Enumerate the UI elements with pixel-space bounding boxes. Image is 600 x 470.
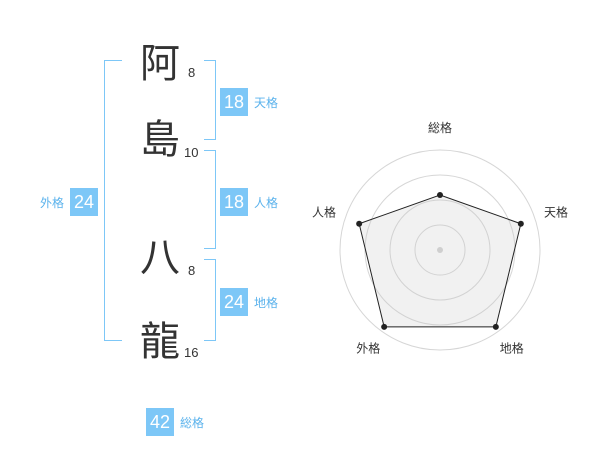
- soukaku-label: 総格: [180, 415, 205, 430]
- tenkaku-badge: 18 天格: [220, 88, 278, 116]
- radar-point-1: [517, 220, 524, 227]
- radar-point-2: [492, 323, 499, 330]
- name-char-1: 阿: [140, 41, 180, 87]
- chikaku-bracket: [204, 259, 216, 341]
- radar-ring: [414, 224, 466, 276]
- radar-label-2: 地格: [500, 341, 524, 356]
- radar-center: [437, 247, 443, 253]
- radar-point-3: [381, 323, 388, 330]
- radar-ring: [389, 199, 491, 301]
- radar-label-0: 総格: [428, 120, 452, 135]
- tenkaku-value: 18: [220, 88, 248, 116]
- stroke-count-3: 8: [188, 263, 196, 278]
- gaikaku-badge: 外格 24: [40, 188, 99, 216]
- gaikaku-bracket: [104, 60, 122, 341]
- stroke-count-1: 8: [188, 65, 196, 80]
- radar-label-3: 外格: [356, 341, 380, 356]
- tenkaku-bracket: [204, 60, 216, 140]
- gaikaku-value: 24: [70, 188, 99, 216]
- radar-ring: [364, 174, 516, 326]
- radar-point-4: [356, 220, 363, 227]
- radar-label-4: 人格: [312, 204, 336, 219]
- name-char-3: 八: [140, 235, 180, 281]
- stroke-count-2: 10: [184, 145, 199, 160]
- soukaku-badge: 42 総格: [146, 408, 204, 436]
- radar-point-0: [437, 192, 443, 198]
- jinkaku-badge: 18 人格: [220, 188, 278, 216]
- chikaku-value: 24: [220, 288, 248, 316]
- jinkaku-bracket: [204, 150, 216, 249]
- soukaku-value: 42: [146, 408, 174, 436]
- tenkaku-label: 天格: [254, 95, 279, 110]
- chikaku-badge: 24 地格: [220, 288, 278, 316]
- radar-ring: [339, 149, 541, 351]
- name-char-4: 龍: [140, 319, 180, 365]
- stroke-count-4: 16: [184, 345, 199, 360]
- gaikaku-label: 外格: [40, 195, 65, 210]
- jinkaku-value: 18: [220, 188, 248, 216]
- chikaku-label: 地格: [254, 295, 279, 310]
- radar-label-1: 天格: [544, 204, 568, 219]
- jinkaku-label: 人格: [254, 195, 279, 210]
- name-char-2: 島: [140, 117, 180, 163]
- radar-polygon: [358, 194, 522, 328]
